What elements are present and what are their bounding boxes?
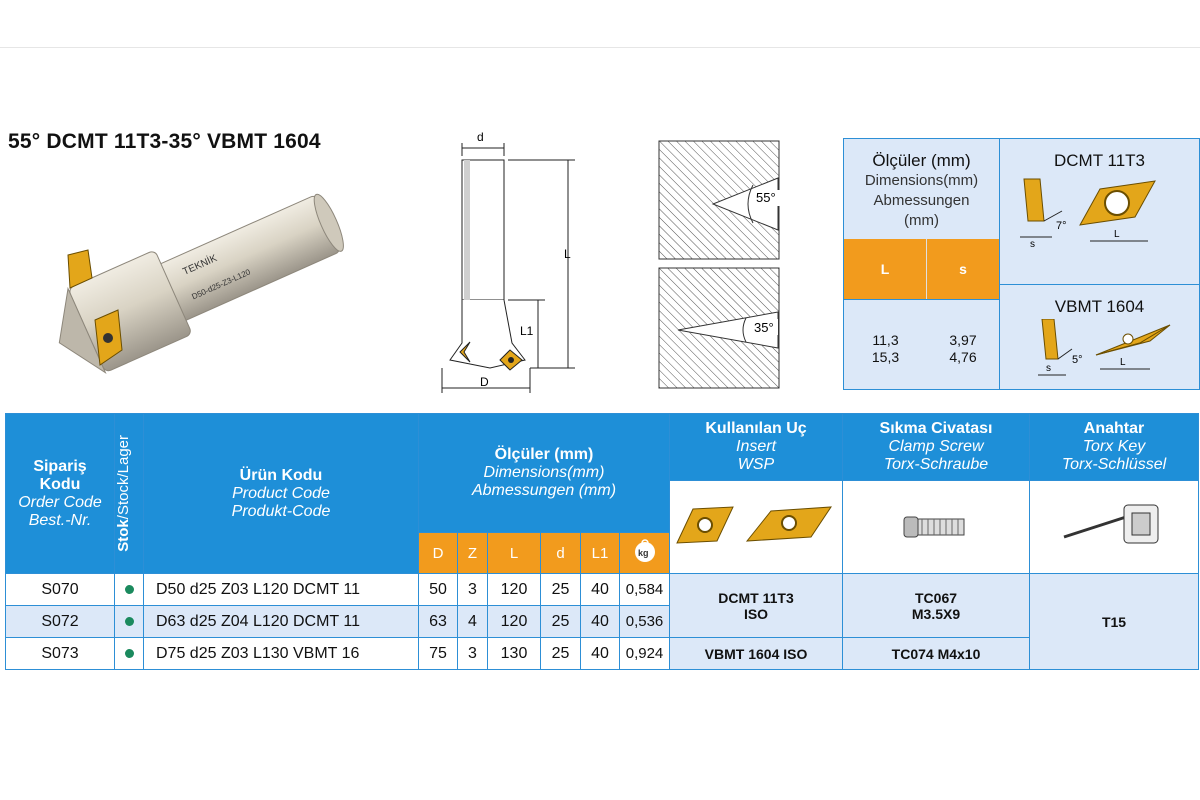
header-insert: Kullanılan Uç Insert WSP xyxy=(669,413,844,481)
insert-dimensions-box: Ölçüler (mm) Dimensions(mm) Abmessungen … xyxy=(843,138,1200,390)
label-L: L xyxy=(564,247,571,261)
dims-col-L: L xyxy=(844,239,927,299)
top-divider xyxy=(0,47,1200,48)
torx-key-icon xyxy=(1063,504,1159,543)
insert-vbmt-drawing: 5° s L xyxy=(1038,319,1171,376)
col-Z: Z xyxy=(457,532,488,574)
label-D: D xyxy=(480,375,489,389)
stock-dot-icon xyxy=(124,648,134,658)
dimension-drawing: d L L1 D xyxy=(441,130,575,393)
header-clamp-screw: Sıkma Civatası Clamp Screw Torx-Schraube xyxy=(842,413,1031,481)
table-row: S072 D63 d25 Z04 L120 DCMT 11 63 4 120 2… xyxy=(5,605,1199,638)
dims-header: Ölçüler (mm) Dimensions(mm) Abmessungen … xyxy=(844,139,1000,239)
screw-tc074-cell: TC074 M4x10 xyxy=(842,637,1031,670)
label-d: d xyxy=(477,130,484,144)
key-cell: T15 xyxy=(1029,573,1200,670)
header-order-code: Sipariş Kodu Order Code Best.-Nr. xyxy=(5,413,115,574)
stock-indicator xyxy=(114,573,144,606)
col-D: D xyxy=(418,532,458,574)
order-code: S070 xyxy=(5,573,115,606)
insert-screw xyxy=(103,333,113,343)
stock-indicator xyxy=(114,637,144,670)
label-L1: L1 xyxy=(520,324,534,338)
clamp-screw-image-cell xyxy=(842,480,1031,574)
page-title: 55° DCMT 11T3-35° VBMT 1604 xyxy=(8,130,321,153)
insert-top xyxy=(67,249,93,289)
stock-dot-icon xyxy=(124,616,134,626)
table-row: S070 D50 d25 Z03 L120 DCMT 11 50 3 120 2… xyxy=(5,573,1200,670)
product-code: D63 d25 Z04 L120 DCMT 11 xyxy=(143,605,419,638)
header-product-code: Ürün Kodu Product Code Produkt-Code xyxy=(143,413,419,574)
insert-vbmt-panel: VBMT 1604 5° s L xyxy=(1000,285,1199,389)
order-code: S073 xyxy=(5,637,115,670)
insert-image-cell xyxy=(669,480,844,574)
torx-key-image-cell xyxy=(1029,480,1200,574)
angle-35-label: 35° xyxy=(754,320,774,335)
insert-dcmt-panel: DCMT 11T3 7° s L xyxy=(1000,139,1199,285)
header-dimensions: Ölçüler (mm) Dimensions(mm) Abmessungen … xyxy=(417,413,671,533)
table-row: S073 D75 d25 Z03 L130 VBMT 16 75 3 130 2… xyxy=(5,637,1199,670)
insert-dcmt-angle: 7° xyxy=(1056,220,1067,232)
stock-dot-icon xyxy=(124,584,134,594)
product-code: D75 d25 Z03 L130 VBMT 16 xyxy=(143,637,419,670)
product-code: D50 d25 Z03 L120 DCMT 11 xyxy=(143,573,419,606)
angle-diagrams: 55° 35° xyxy=(658,140,780,389)
insert-vbmt-angle: 5° xyxy=(1072,354,1083,366)
insert-dcmt-drawing: 7° s L xyxy=(1020,178,1156,250)
col-L1: L1 xyxy=(580,532,620,574)
insert-vbmt-cell: VBMT 1604 ISO xyxy=(669,637,844,670)
insert-vbmt-title: VBMT 1604 xyxy=(1054,297,1145,316)
col-L: L xyxy=(487,532,541,574)
insert-dcmt-title: DCMT 11T3 xyxy=(1053,151,1145,170)
order-code: S072 xyxy=(5,605,115,638)
insert-vbmt-s: s xyxy=(1046,363,1051,374)
insert-dcmt-s: s xyxy=(1030,239,1035,250)
dims-col-s: s xyxy=(927,239,1000,299)
col-weight: kg xyxy=(618,532,671,574)
insert-dcmt-L: L xyxy=(1114,229,1120,240)
product-table: Sipariş Kodu Order Code Best.-Nr. Stok/S… xyxy=(5,413,1200,670)
stock-indicator xyxy=(114,605,144,638)
col-d: d xyxy=(540,532,581,574)
weight-icon: kg xyxy=(634,539,655,562)
header-stock: Stok/Stock/Lager xyxy=(114,413,144,574)
screw-icon xyxy=(903,516,965,537)
header-torx-key: Anahtar Torx Key Torx-Schlüssel xyxy=(1029,413,1200,481)
insert-icons xyxy=(676,505,832,544)
svg-text:kg: kg xyxy=(638,548,649,558)
insert-vbmt-L: L xyxy=(1120,357,1126,368)
angle-55-label: 55° xyxy=(756,190,776,205)
tool-photo: TEKNİK D50-d25-Z3-L120 xyxy=(58,193,344,374)
